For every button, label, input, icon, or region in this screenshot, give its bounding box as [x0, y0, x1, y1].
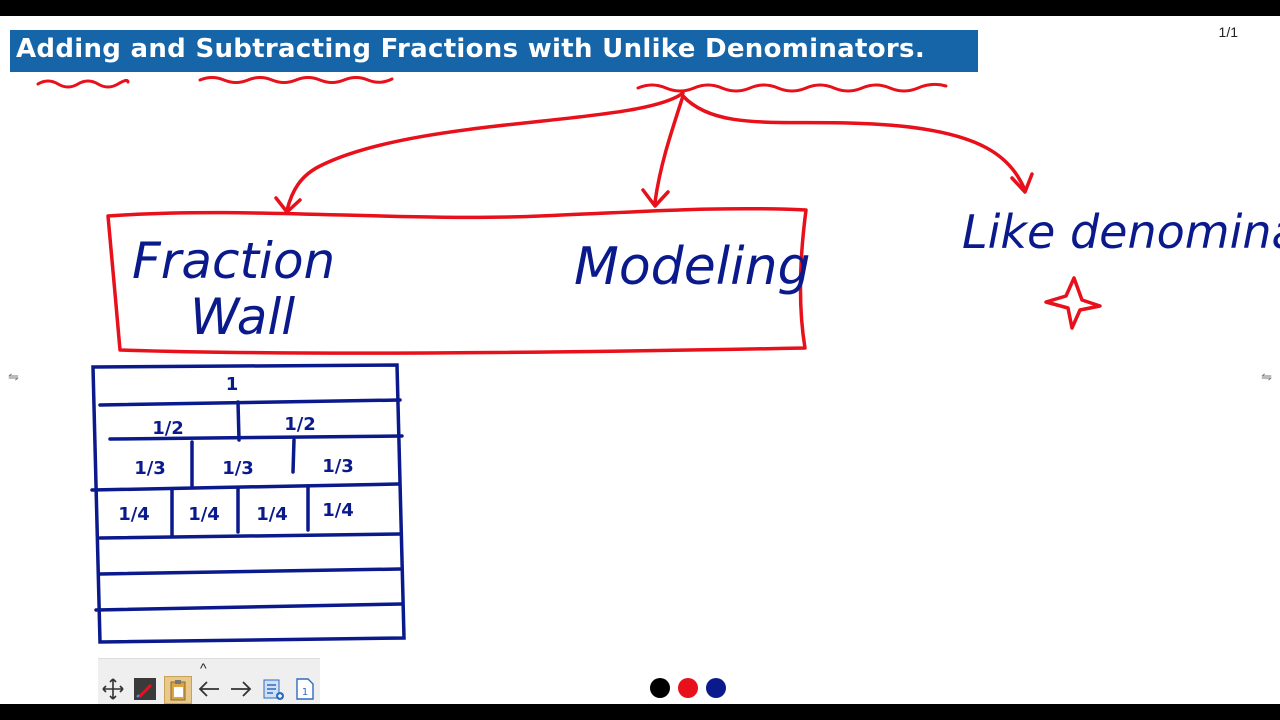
star-mark — [1044, 276, 1102, 330]
page-counter: 1/1 — [1218, 24, 1238, 40]
clipboard-icon[interactable] — [164, 676, 192, 704]
branch-arrows — [274, 91, 1034, 214]
handwritten-labels: Fraction Wall Modeling Like denominator — [132, 205, 1280, 346]
add-page-icon[interactable] — [260, 676, 286, 702]
page-number-label: 1 — [302, 687, 308, 698]
pen-icon[interactable] — [132, 676, 158, 702]
wall-quarter-3: 1/4 — [256, 504, 288, 525]
color-red-swatch[interactable] — [678, 678, 698, 698]
wall-fractions: 1 1/2 1/2 1/3 1/3 1/3 1/4 1/4 1/4 1/4 — [118, 374, 354, 525]
wall-half-2: 1/2 — [284, 414, 316, 435]
arrow-right-icon[interactable] — [228, 676, 254, 702]
color-blue-swatch[interactable] — [706, 678, 726, 698]
arrow-left-icon[interactable] — [196, 676, 222, 702]
whiteboard-canvas[interactable]: Adding and Subtracting Fractions with Un… — [0, 16, 1280, 704]
color-black-swatch[interactable] — [650, 678, 670, 698]
collapse-toolbar-button[interactable]: ^ — [200, 660, 207, 676]
move-icon[interactable] — [100, 676, 126, 702]
hw-like-denominator: Like denominator — [962, 205, 1280, 259]
page-number-icon[interactable]: 1 — [292, 676, 318, 702]
wall-third-2: 1/3 — [222, 458, 254, 479]
hw-wall: Wall — [190, 288, 295, 346]
title-underlines — [36, 76, 948, 93]
hw-modeling: Modeling — [574, 237, 811, 297]
wall-one: 1 — [226, 374, 239, 395]
prev-page-edge-icon[interactable]: ⇋ — [8, 369, 19, 384]
wall-quarter-1: 1/4 — [118, 504, 150, 525]
page-title: Adding and Subtracting Fractions with Un… — [16, 34, 925, 64]
hw-fraction: Fraction — [132, 232, 335, 290]
whiteboard-toolbar: ^ 1 — [98, 658, 320, 704]
concept-box — [106, 206, 808, 355]
wall-quarter-2: 1/4 — [188, 504, 220, 525]
wall-quarter-4: 1/4 — [322, 500, 354, 521]
next-page-edge-icon[interactable]: ⇋ — [1261, 369, 1272, 384]
wall-half-1: 1/2 — [152, 418, 184, 439]
ink-layer: Fraction Wall Modeling Like denominator … — [36, 76, 1280, 644]
wall-third-3: 1/3 — [322, 456, 354, 477]
title-banner: Adding and Subtracting Fractions with Un… — [10, 30, 978, 72]
wall-third-1: 1/3 — [134, 458, 166, 479]
fraction-wall — [90, 363, 406, 644]
